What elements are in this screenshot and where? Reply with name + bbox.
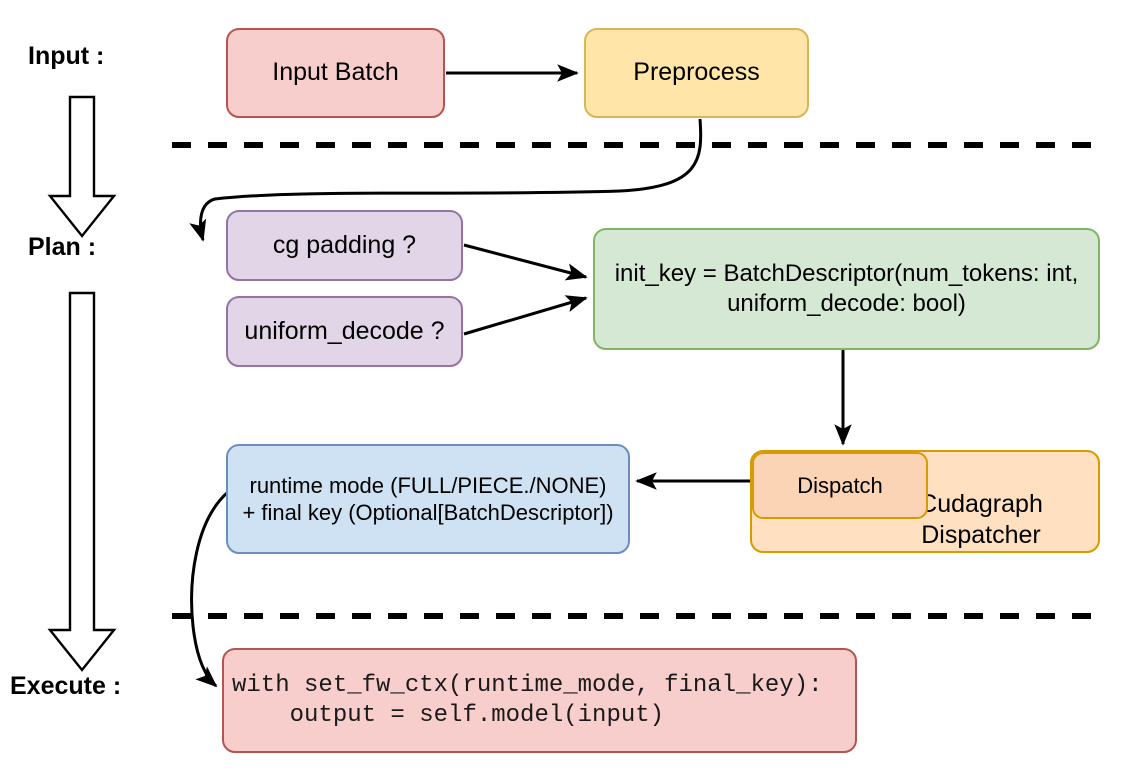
node-cudagraph-dispatcher-line1: Cudagraph: [919, 489, 1043, 518]
node-runtime-mode-line1: runtime mode (FULL/PIECE./NONE): [249, 472, 607, 498]
node-runtime-mode[interactable]: runtime mode (FULL/PIECE./NONE) + final …: [226, 444, 630, 554]
node-init-key-line1: init_key = BatchDescriptor(num_tokens: i…: [614, 260, 1079, 287]
node-execute-code-line2: output = self.model(input): [232, 701, 665, 729]
plan-to-execute-block-arrow: [47, 291, 117, 672]
arrow-cg-padding-to-init-key: [463, 243, 588, 281]
node-dispatch[interactable]: Dispatch: [752, 452, 928, 519]
node-runtime-mode-line2: + final key (Optional[BatchDescriptor]): [242, 500, 614, 525]
node-uniform-decode-label: uniform_decode ?: [244, 316, 445, 345]
arrow-uniform-decode-to-init-key: [463, 295, 588, 336]
stage-label-input: Input :: [28, 42, 105, 70]
arrow-preprocess-to-cg-padding: [189, 118, 703, 242]
stage-label-plan: Plan :: [28, 233, 97, 261]
node-init-key[interactable]: init_key = BatchDescriptor(num_tokens: i…: [593, 228, 1100, 350]
node-init-key-line2: uniform_decode: bool): [727, 290, 966, 317]
node-cg-padding[interactable]: cg padding ?: [226, 210, 463, 281]
node-cudagraph-dispatcher-line2: Dispatcher: [921, 520, 1041, 549]
node-input-batch-label: Input Batch: [272, 58, 399, 87]
input-to-plan-block-arrow: [47, 95, 117, 238]
node-uniform-decode[interactable]: uniform_decode ?: [226, 296, 463, 367]
stage-label-execute: Execute :: [10, 672, 122, 700]
node-execute-code-line1: with set_fw_ctx(runtime_mode, final_key)…: [232, 671, 823, 699]
node-execute-code[interactable]: with set_fw_ctx(runtime_mode, final_key)…: [222, 648, 857, 753]
node-input-batch[interactable]: Input Batch: [226, 28, 445, 118]
arrow-runtime-mode-to-execute: [190, 490, 229, 688]
node-cg-padding-label: cg padding ?: [272, 230, 417, 259]
node-preprocess[interactable]: Preprocess: [584, 28, 809, 118]
node-preprocess-label: Preprocess: [633, 58, 760, 87]
node-dispatch-label: Dispatch: [797, 472, 883, 498]
